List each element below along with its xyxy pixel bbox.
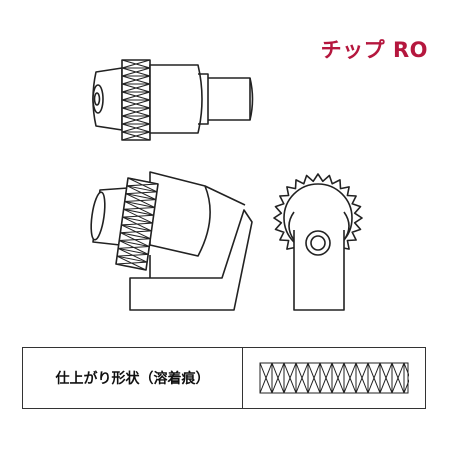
finish-shape-label: 仕上がり形状（溶着痕） bbox=[23, 348, 243, 408]
weld-pattern-cell bbox=[243, 348, 425, 408]
finish-shape-table: 仕上がり形状（溶着痕） bbox=[22, 347, 426, 409]
product-title: チップ RO bbox=[320, 38, 428, 62]
knurled-weld-pattern-icon bbox=[259, 362, 409, 394]
